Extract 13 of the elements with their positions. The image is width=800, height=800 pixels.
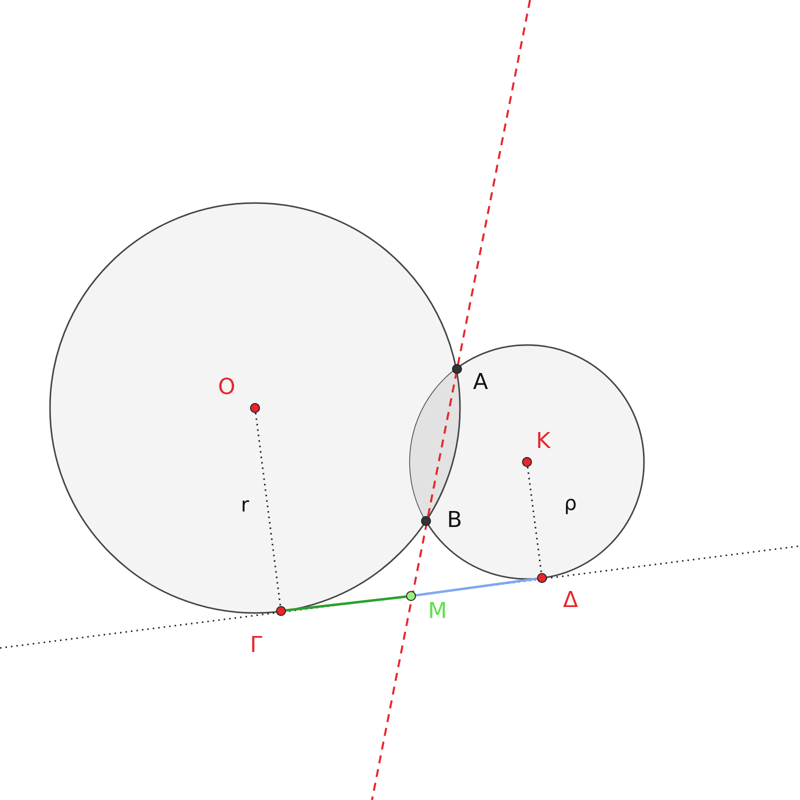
segment: [286, 595, 406, 612]
point-label: K: [536, 431, 550, 453]
segment: [416, 577, 538, 597]
point-label: Γ: [250, 635, 262, 657]
radius-line: [526, 466, 542, 574]
radius-line: [254, 412, 282, 606]
edge-label: ρ: [564, 491, 577, 515]
point-label: O: [218, 377, 236, 399]
point-label: B: [447, 510, 462, 532]
edge-label: r: [240, 492, 250, 516]
point-label: A: [473, 372, 488, 394]
point-label: Δ: [563, 590, 578, 612]
point-label: M: [428, 601, 447, 623]
